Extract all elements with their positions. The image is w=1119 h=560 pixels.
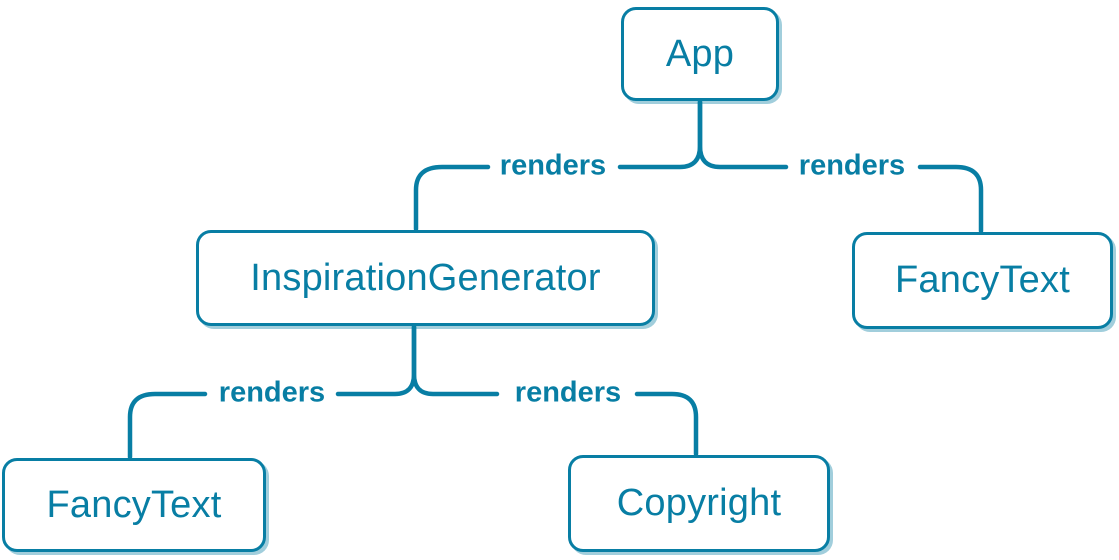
node-copyright: Copyright: [568, 455, 830, 552]
node-fancy-text-top-right-label: FancyText: [895, 259, 1070, 301]
node-app-label: App: [665, 32, 735, 75]
node-inspiration-generator: InspirationGenerator: [196, 230, 655, 326]
node-app: App: [621, 7, 779, 101]
node-fancy-text-top-right: FancyText: [852, 232, 1113, 329]
edge-label-app-inspirationgenerator: renders: [499, 149, 607, 182]
node-inspiration-generator-label: InspirationGenerator: [250, 256, 601, 299]
edge-app-to-fancytext: [697, 99, 984, 234]
edge-label-inspirationgenerator-fancytext: renders: [218, 376, 326, 409]
node-fancy-text-bottom-left: FancyText: [2, 458, 266, 552]
edge-label-inspirationgenerator-copyright: renders: [514, 376, 622, 409]
node-copyright-label: Copyright: [616, 482, 782, 524]
edge-inspirationgenerator-to-copyright: [411, 324, 699, 457]
node-fancy-text-bottom-left-label: FancyText: [46, 483, 222, 526]
edge-label-app-fancytext: renders: [798, 149, 906, 182]
